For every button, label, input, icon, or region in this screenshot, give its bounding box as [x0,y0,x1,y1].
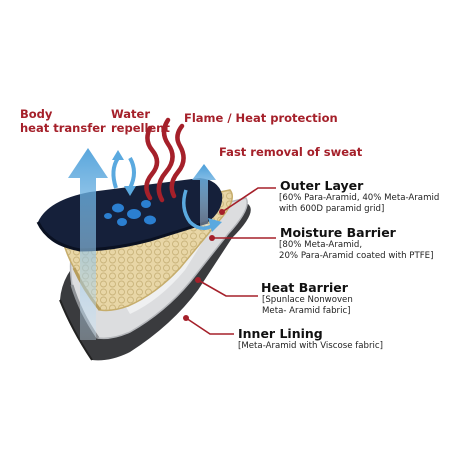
label-body-heat-line1: Body [20,107,53,121]
inner-lining-desc: [Meta-Aramid with Viscose fabric] [238,341,383,352]
inner-lining-title: Inner Lining [238,326,323,341]
up-arrow-icon [182,164,222,232]
leader-dots [183,209,225,321]
heat-barrier-title: Heat Barrier [261,280,348,295]
outer-layer-desc-line1: [60% Para-Aramid, 40% Meta-Aramid [279,193,440,203]
leader-lines [185,187,276,335]
circular-arrow-icon [111,150,136,196]
label-water-line1: Water [111,107,151,121]
heat-barrier-desc-line1: [Spunlace Nonwoven [262,295,353,305]
up-arrow-icon [68,148,108,340]
label-flame-heat-protection: Flame / Heat protection [184,111,338,125]
water-drops [104,200,156,226]
label-body-heat-line2: heat transfer [20,121,106,135]
label-water-line2: repellent [111,121,170,135]
outer-layer-desc-line2: with 600D paramid grid] [279,204,385,214]
moisture-barrier-title: Moisture Barrier [280,225,396,240]
wavy-flame-icon [144,117,186,203]
label-water-repellent: Water repellent [111,107,170,135]
moisture-barrier-desc-line1: [80% Meta-Aramid, [279,240,363,250]
label-body-heat-transfer: Body heat transfer [20,107,106,135]
moisture-barrier-desc: [80% Meta-Aramid, 20% Para-Aramid coated… [279,240,433,262]
moisture-barrier-desc-line2: 20% Para-Aramid coated with PTFE] [279,251,434,261]
outer-layer-title: Outer Layer [280,178,364,193]
label-fast-removal-sweat: Fast removal of sweat [219,145,363,159]
heat-barrier-desc: [Spunlace Nonwoven Meta- Aramid fabric] [262,295,353,317]
outer-layer-desc: [60% Para-Aramid, 40% Meta-Aramid with 6… [279,193,439,215]
heat-barrier-desc-line2: Meta- Aramid fabric] [262,306,351,316]
inner-lining-desc-line1: [Meta-Aramid with Viscose fabric] [238,341,383,351]
